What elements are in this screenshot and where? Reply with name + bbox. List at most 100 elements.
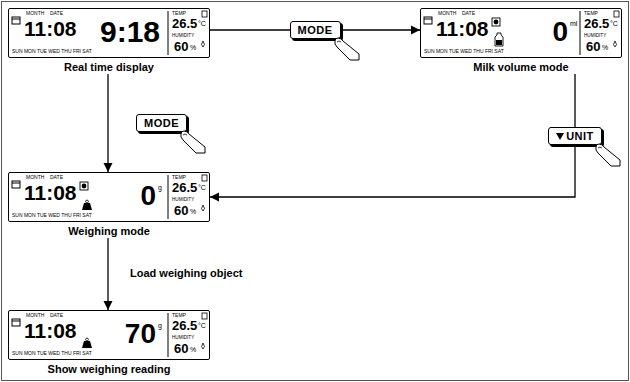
clock-digits: 11:08	[24, 320, 77, 341]
panel-separator	[168, 313, 169, 357]
droplet-icon	[614, 41, 617, 47]
humidity-unit: %	[190, 346, 196, 353]
humidity-unit: %	[190, 208, 196, 215]
unit-label: ml	[570, 20, 577, 27]
humidity-label: HUMIDITY	[172, 34, 194, 39]
unit-label: g	[158, 322, 162, 329]
clock-digits: 11:08	[24, 182, 77, 203]
month-label: MONTH	[26, 175, 44, 180]
date-label: DATE	[50, 313, 63, 318]
calendar-icon-bar	[12, 19, 20, 20]
temp-label: TEMP	[172, 175, 186, 180]
button-label: MODE	[290, 21, 341, 39]
temp-digits: 26.5	[584, 17, 609, 30]
temp-label: TEMP	[172, 313, 186, 318]
calendar-icon	[12, 319, 20, 326]
bottle-milk	[496, 40, 502, 45]
reading-digits: 0	[552, 18, 568, 46]
calendar-icon-bar	[12, 321, 20, 322]
droplet-icon	[202, 205, 205, 211]
droplet-icon	[202, 41, 205, 47]
month-label: MONTH	[26, 313, 44, 318]
calendar-icon	[12, 181, 20, 188]
droplet-icon	[202, 343, 205, 349]
battery-icon	[614, 11, 619, 17]
reading-digits: 0	[140, 182, 156, 210]
calendar-icon-bar	[424, 19, 432, 20]
edge-label-text: UNIT	[566, 130, 594, 142]
month-label: MONTH	[438, 11, 456, 16]
reading-digits: 70	[125, 320, 156, 348]
humidity-digits: 60	[586, 40, 600, 53]
down-triangle	[556, 133, 564, 140]
button-label: MODE	[136, 114, 187, 132]
temp-digits: 26.5	[172, 319, 197, 332]
date-label: DATE	[50, 11, 63, 16]
temp-label: TEMP	[172, 11, 186, 16]
date-label: DATE	[462, 11, 475, 16]
weight-icon	[82, 203, 92, 210]
temp-unit: °C	[198, 20, 206, 27]
temp-label: TEMP	[584, 11, 598, 16]
edge-label: Load weighing object	[128, 266, 244, 281]
calendar-icon-bar	[12, 183, 20, 184]
edge-label-text: MODE	[144, 117, 179, 129]
temp-digits: 26.5	[172, 181, 197, 194]
weekday-row: SUN MON TUE WED THU FRI SAT	[12, 213, 92, 218]
humidity-label: HUMIDITY	[172, 336, 194, 341]
lcd-panel: Real time displayMONTHDATE11:08SUN MON T…	[8, 8, 210, 74]
unit-label: g	[158, 184, 162, 191]
weekday-row: SUN MON TUE WED THU FRI SAT	[424, 49, 504, 54]
calendar-icon	[12, 17, 20, 24]
mode-icon-dot	[494, 20, 499, 25]
humidity-digits: 60	[174, 40, 188, 53]
lcd-panel: Weighing mode MONTH DATE 11:08SUN MON TUE W…	[8, 172, 210, 238]
humidity-unit: %	[190, 44, 196, 51]
weekday-row: SUN MON TUE WED THU FRI SAT	[12, 351, 92, 356]
battery-icon	[202, 313, 207, 319]
temp-digits: 26.5	[172, 17, 197, 30]
pressing-finger	[180, 131, 206, 153]
edge-label-text: Load weighing object	[130, 267, 242, 279]
weight-icon-ring	[86, 338, 89, 341]
humidity-label: HUMIDITY	[172, 198, 194, 203]
panel-separator	[168, 11, 169, 55]
flow-arrow	[210, 74, 575, 197]
lcd-panel: Milk volume mode MONTH DATE 11:08SUN MON TU…	[420, 8, 622, 74]
mode-caption: Weighing mode	[8, 225, 210, 238]
calendar-icon	[424, 17, 432, 24]
weight-icon	[82, 341, 92, 348]
clock-digits: 11:08	[436, 18, 489, 39]
pressing-finger	[334, 38, 360, 60]
time-digits: 9:18	[100, 17, 160, 47]
clock-digits: 11:08	[24, 18, 77, 39]
date-label: DATE	[50, 175, 63, 180]
lcd-panel: Show weighing reading MONTH DATE 11:08SUN M…	[8, 310, 210, 376]
mode-caption: Real time display	[8, 61, 210, 74]
humidity-unit: %	[602, 44, 608, 51]
pressing-finger	[595, 144, 621, 166]
humidity-digits: 60	[174, 204, 188, 217]
battery-icon	[202, 175, 207, 181]
battery-icon	[202, 11, 207, 17]
flow-arrow	[107, 74, 108, 172]
temp-unit: °C	[198, 184, 206, 191]
mode-icon-dot	[82, 184, 87, 189]
weekday-row: SUN MON TUE WED THU FRI SAT	[12, 49, 92, 54]
panel-separator	[580, 11, 581, 55]
panel-separator	[168, 175, 169, 219]
button-label: UNIT	[548, 127, 602, 145]
bottle-icon	[495, 33, 503, 46]
mode-caption: Show weighing reading	[8, 363, 210, 376]
edge-label-text: MODE	[298, 24, 333, 36]
temp-unit: °C	[198, 322, 206, 329]
humidity-label: HUMIDITY	[584, 34, 606, 39]
flow-arrow	[107, 238, 108, 310]
weight-icon-ring	[86, 200, 89, 203]
mode-icon-frame	[80, 182, 88, 190]
temp-unit: °C	[610, 20, 618, 27]
mode-icon-frame	[492, 18, 500, 26]
mode-caption: Milk volume mode	[420, 61, 622, 74]
